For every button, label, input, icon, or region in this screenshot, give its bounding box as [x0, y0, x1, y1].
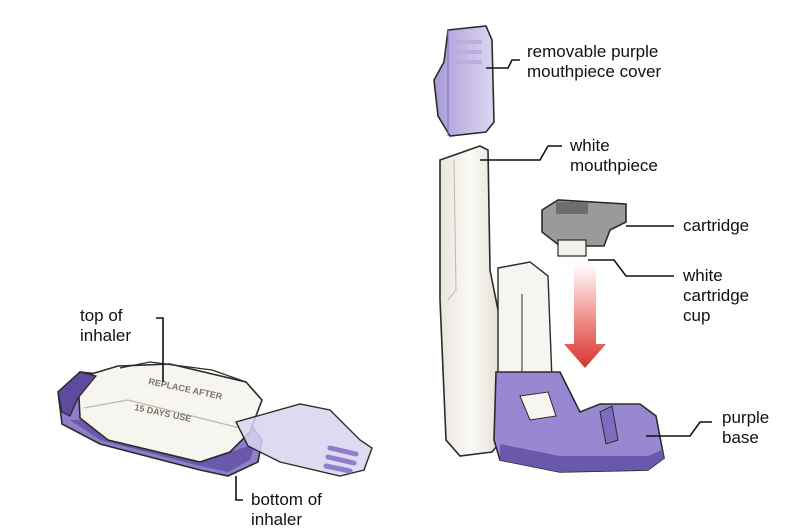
insert-arrow [564, 264, 606, 368]
label-top-of-inhaler: top of inhaler [80, 306, 132, 345]
label-bottom-of-inhaler: bottom of inhaler [251, 490, 322, 529]
purple-base [493, 261, 665, 473]
assembled-inhaler: REPLACE AFTER 15 DAYS USE [57, 361, 373, 477]
label-cartridge-cup: white cartridge cup [683, 266, 750, 325]
leader-lines-right [480, 59, 712, 437]
label-purple-base: purple base [722, 408, 770, 447]
inhaler-top-ridge [119, 361, 247, 383]
white-mouthpiece [439, 145, 503, 457]
leader-lines-left [156, 317, 243, 501]
label-white-mouthpiece: white mouthpiece [570, 136, 658, 175]
inhaler-end-cap [57, 371, 98, 417]
cartridge [541, 199, 627, 257]
label-mouthpiece-cover: removable purple mouthpiece cover [527, 42, 662, 81]
mouthpiece-cover [433, 25, 495, 137]
cover-grip-lines [323, 445, 359, 474]
label-cartridge: cartridge [683, 216, 750, 235]
inhaler-seam [83, 399, 241, 429]
